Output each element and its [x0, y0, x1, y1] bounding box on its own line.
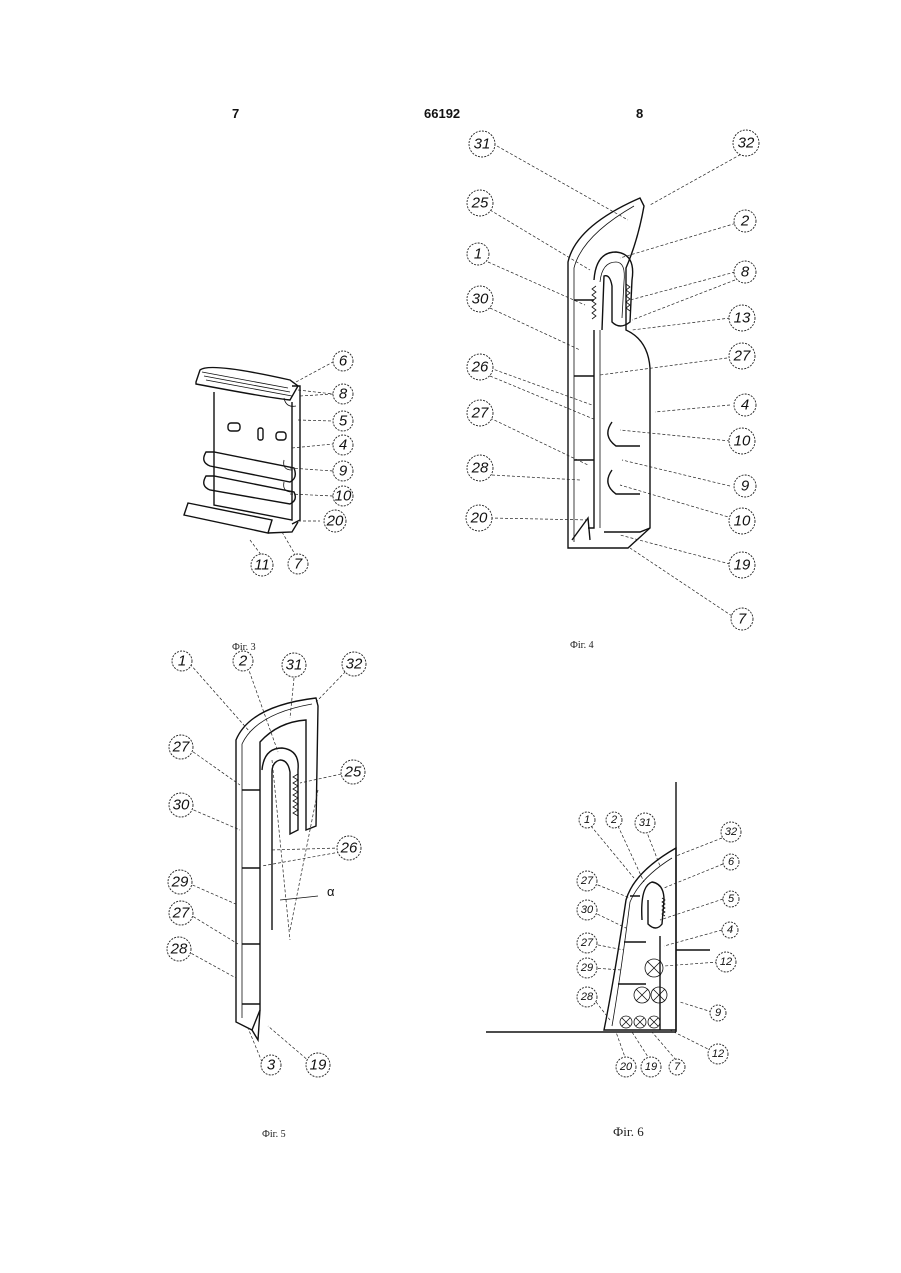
fig6-label-27-lower: 27	[580, 937, 594, 949]
fig3-label-6: 6	[339, 353, 348, 370]
fig4-label-26: 26	[471, 359, 489, 376]
fig3-label-9: 9	[339, 463, 348, 480]
fig6-label-4: 4	[727, 924, 733, 936]
fig5-label-31: 31	[286, 657, 303, 674]
fig4-label-7: 7	[738, 611, 747, 628]
fig4-label-9: 9	[741, 478, 750, 495]
fig6-label-7: 7	[674, 1061, 681, 1073]
fig6-label-20: 20	[619, 1061, 633, 1073]
fig4-label-30: 30	[472, 291, 489, 308]
fig6-label-31: 31	[639, 817, 651, 829]
fig3-label-5: 5	[339, 413, 348, 430]
fig3-label-20: 20	[326, 513, 344, 530]
fig3-label-10: 10	[335, 488, 352, 505]
fig3-label-7: 7	[294, 556, 303, 573]
figure-6-drawing: 1 2 31 32 6 27 5 30 4 27 12 29 9 28 12 2…	[486, 782, 741, 1077]
fig3-label-8: 8	[339, 386, 348, 403]
fig4-label-10-lower: 10	[734, 513, 751, 530]
fig4-label-31: 31	[474, 136, 491, 153]
fig6-label-1: 1	[584, 814, 590, 826]
fig6-label-9: 9	[715, 1007, 721, 1019]
figure-3-caption: Фіг. 3	[232, 642, 256, 653]
fig5-angle-alpha: α	[327, 884, 335, 899]
fig6-label-12-lower: 12	[712, 1048, 724, 1060]
fig4-label-2: 2	[740, 213, 750, 230]
fig4-label-1: 1	[474, 246, 482, 263]
fig3-label-4: 4	[339, 437, 347, 454]
fig5-label-26: 26	[340, 840, 358, 857]
fig6-label-27: 27	[580, 875, 594, 887]
fig6-label-32: 32	[725, 826, 737, 838]
fig5-label-25: 25	[344, 764, 362, 781]
fig5-label-30: 30	[173, 797, 190, 814]
figure-4-caption: Фіг. 4	[570, 640, 594, 651]
fig4-label-4: 4	[741, 397, 749, 414]
fig5-label-2: 2	[238, 653, 248, 670]
figure-6-caption: Фіг. 6	[613, 1124, 644, 1140]
fig5-label-3: 3	[267, 1057, 276, 1074]
fig6-label-28: 28	[580, 991, 594, 1003]
fig5-label-1: 1	[178, 653, 186, 670]
fig4-label-25: 25	[471, 195, 489, 212]
fig4-label-13: 13	[734, 310, 751, 327]
figure-4-drawing: 31 32 25 2 1 8 30 13 27 26 4 10 27 9 28 …	[466, 130, 759, 630]
fig6-label-12-upper: 12	[720, 956, 732, 968]
figure-5-caption: Фіг. 5	[262, 1129, 286, 1140]
fig5-label-28: 28	[170, 941, 188, 958]
fig4-label-20: 20	[470, 510, 488, 527]
figure-3-drawing: 6 8 5 4 9 10 20 11 7	[184, 351, 353, 576]
fig4-label-10-upper: 10	[734, 433, 751, 450]
fig6-label-5: 5	[728, 893, 735, 905]
fig5-label-32: 32	[346, 656, 363, 673]
fig6-label-29: 29	[580, 962, 593, 974]
figure-5-drawing: α 1 2 31 32 27 25 30 26 29 27 28 3 19	[167, 651, 366, 1077]
fig5-label-19: 19	[310, 1057, 327, 1074]
fig4-label-27: 27	[733, 348, 751, 365]
fig5-label-27: 27	[172, 739, 190, 756]
fig3-label-11: 11	[254, 557, 270, 574]
fig6-label-30: 30	[581, 904, 594, 916]
fig5-label-27-lower: 27	[172, 905, 190, 922]
fig4-label-19: 19	[734, 557, 751, 574]
fig4-label-27-lower: 27	[471, 405, 489, 422]
fig4-label-28: 28	[471, 460, 489, 477]
fig4-label-32: 32	[738, 135, 755, 152]
fig5-label-29: 29	[171, 874, 189, 891]
fig6-label-2: 2	[610, 814, 617, 826]
fig6-label-6: 6	[728, 856, 735, 868]
fig4-label-8: 8	[741, 264, 750, 281]
fig6-label-19: 19	[645, 1061, 657, 1073]
